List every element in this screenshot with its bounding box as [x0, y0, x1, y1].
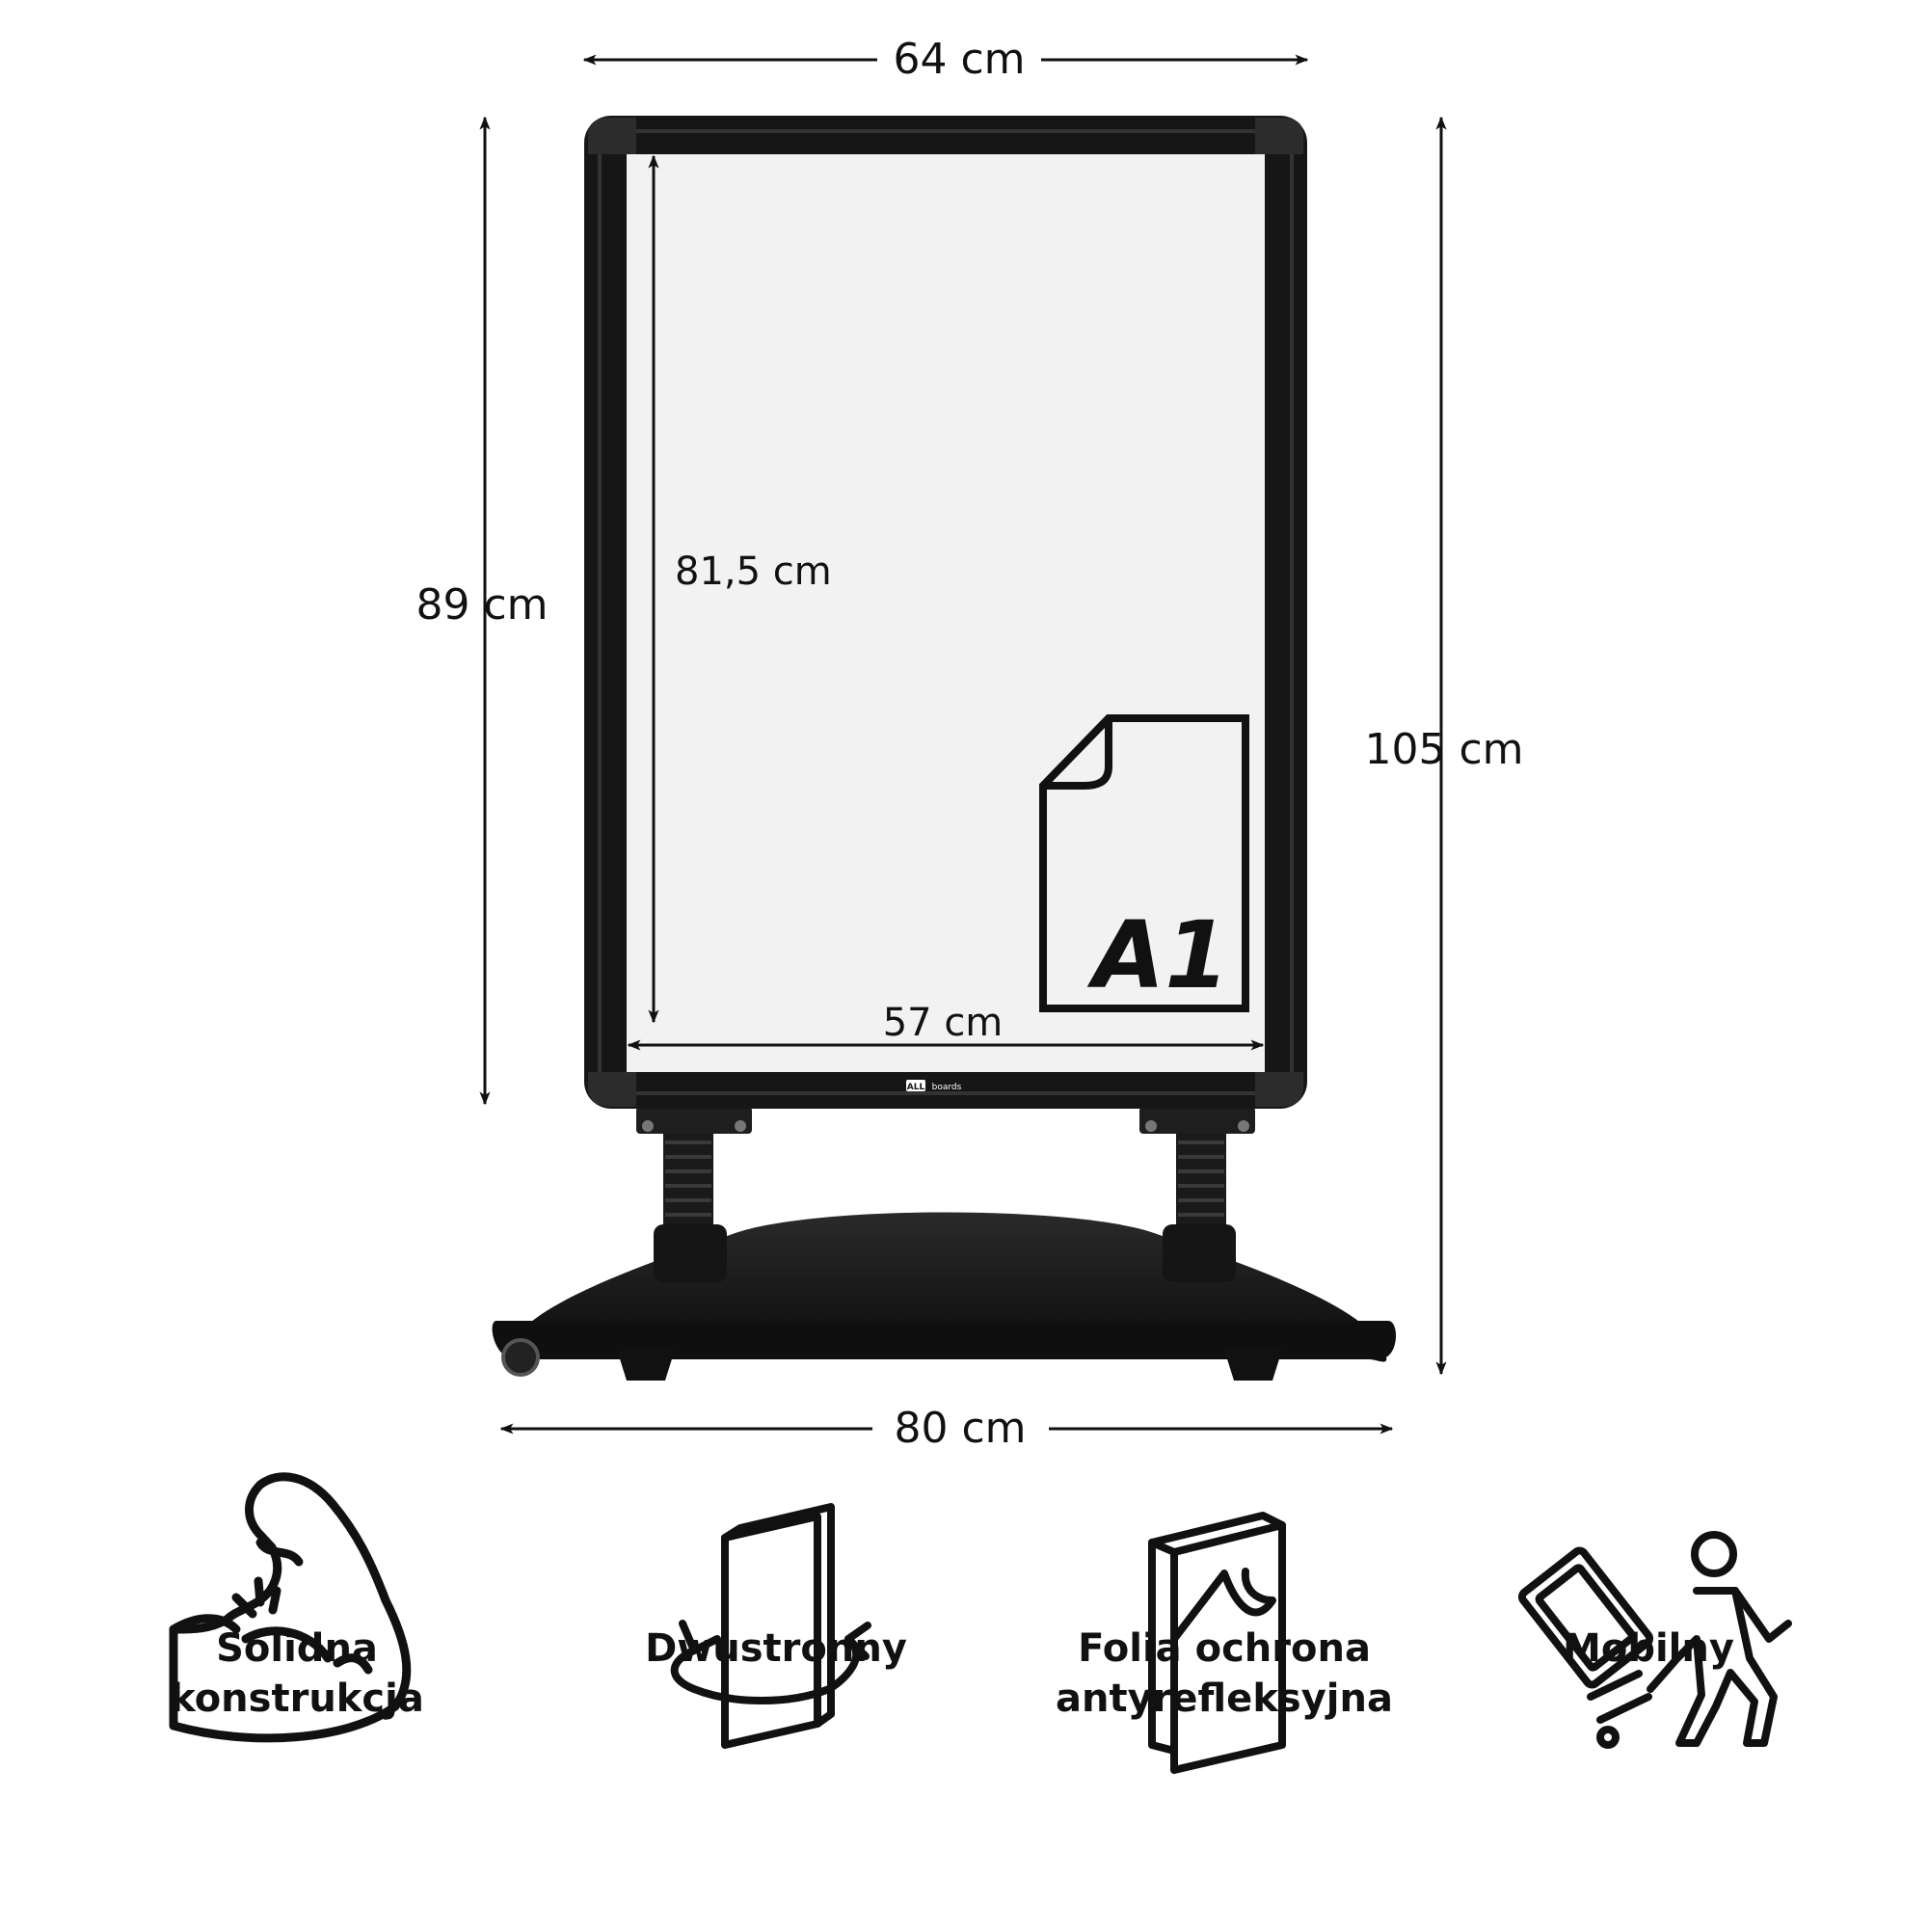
feature-label-line: Dwustronny [645, 1626, 907, 1671]
protective-film-icon [1148, 1512, 1286, 1774]
a1-format-label: A1 [1086, 901, 1229, 1009]
feature-label-line: konstrukcja [170, 1677, 424, 1721]
svg-text:ALL: ALL [907, 1083, 925, 1092]
feature-label-line: Folia ochrona [1078, 1626, 1371, 1671]
label-poster-height: 81,5 cm [675, 550, 832, 594]
brand-logo-text: boards [932, 1083, 962, 1092]
left-spring [663, 1128, 713, 1234]
label-frame-width: 64 cm [893, 35, 1025, 84]
label-frame-height: 89 cm [415, 580, 548, 630]
a1-document-icon: A1 [1039, 714, 1249, 1012]
water-base [492, 1212, 1397, 1381]
double-sided-rotate-icon [670, 1503, 871, 1749]
mobile-person-pulling-stand-icon [1517, 1531, 1792, 1749]
feature-label-line: Mobilny [1563, 1626, 1734, 1671]
feature-antireflective-film: Folia ochrona antyrefleksyjna [1022, 1623, 1427, 1724]
feature-mobile: Mobilny [1446, 1623, 1851, 1674]
right-bracket [1139, 1107, 1255, 1134]
feature-solid-construction: Solidna konstrukcja [94, 1623, 499, 1724]
label-base-width: 80 cm [894, 1404, 1026, 1453]
feature-label-line: antyrefleksyjna [1056, 1677, 1393, 1721]
label-total-height: 105 cm [1364, 725, 1523, 774]
poster-stand-illustration: ALL boards A1 [492, 116, 1397, 1381]
base-wheel [501, 1338, 540, 1377]
strength-arm-icon [169, 1472, 412, 1743]
left-bracket [636, 1107, 752, 1134]
feature-label-line: Solidna [216, 1626, 378, 1671]
dimension-lines [479, 54, 1447, 1435]
feature-double-sided: Dwustronny [574, 1623, 978, 1674]
label-poster-width: 57 cm [883, 1001, 1004, 1045]
poster-area [627, 154, 1265, 1072]
right-spring [1176, 1128, 1226, 1234]
